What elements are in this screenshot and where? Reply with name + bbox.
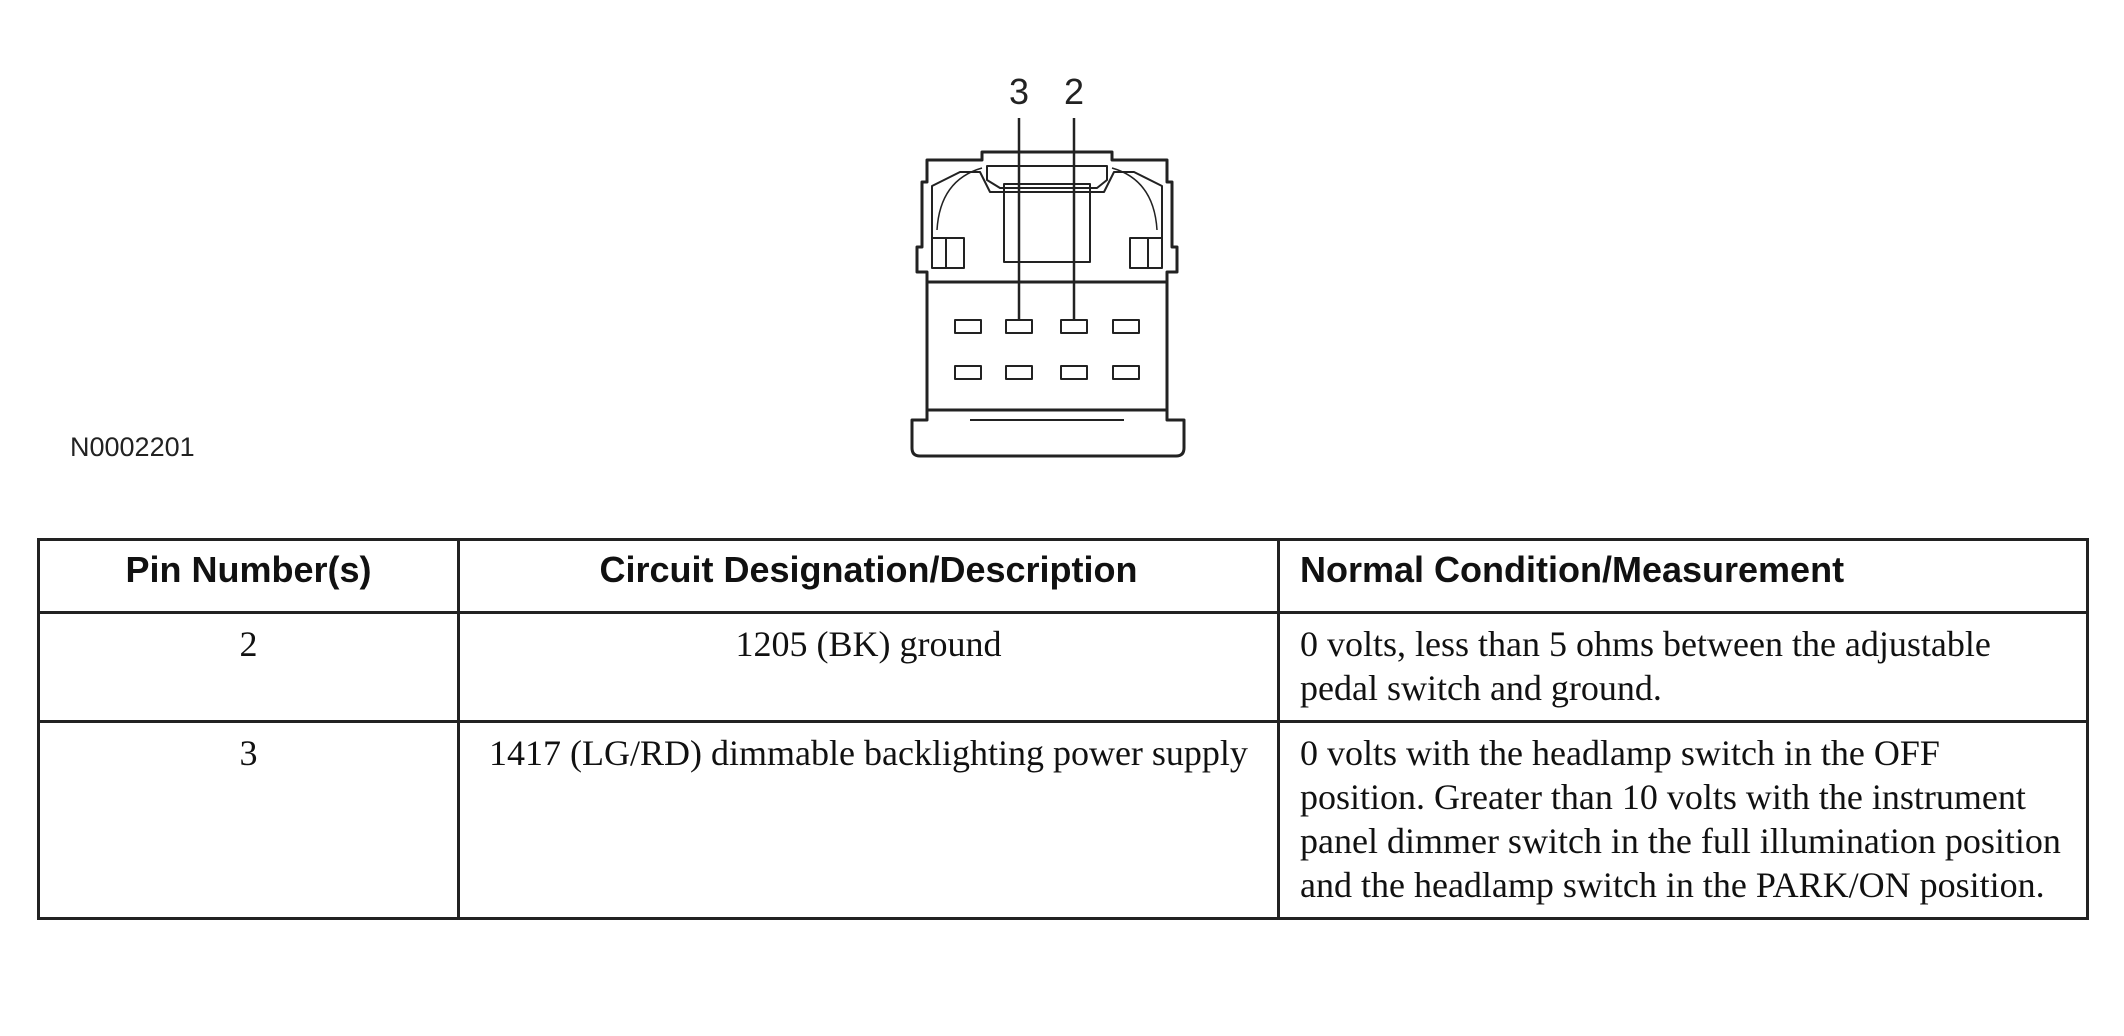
pin-callout-3: 3 bbox=[1009, 71, 1029, 112]
connector-diagram: 3 2 bbox=[910, 71, 1186, 458]
header-circuit-description: Circuit Designation/Description bbox=[457, 538, 1280, 614]
pin-cavity-2 bbox=[1060, 319, 1088, 334]
connector-right-arc bbox=[1111, 167, 1158, 231]
pinout-table: Pin Number(s) Circuit Designation/Descri… bbox=[37, 538, 2089, 920]
pin-cavity-3 bbox=[1005, 319, 1033, 334]
pin-cavity bbox=[954, 365, 982, 380]
pin-cavity bbox=[1005, 365, 1033, 380]
connector-left-arc bbox=[936, 167, 983, 231]
cell-pin: 3 bbox=[37, 720, 460, 920]
pin-callout-2: 2 bbox=[1064, 71, 1084, 112]
connector-inner-contour bbox=[931, 171, 1163, 252]
cell-circuit: 1205 (BK) ground bbox=[457, 611, 1280, 723]
table-row: 2 1205 (BK) ground 0 volts, less than 5 … bbox=[37, 611, 2089, 723]
connector-right-tab bbox=[1129, 237, 1163, 269]
pin-cavity bbox=[954, 319, 982, 334]
cell-measurement: 0 volts with the headlamp switch in the … bbox=[1277, 720, 2089, 920]
cell-pin: 2 bbox=[37, 611, 460, 723]
pin-cavity bbox=[1112, 365, 1140, 380]
connector-center-window bbox=[1003, 183, 1091, 263]
connector-latch-outline bbox=[986, 165, 1108, 189]
pin-cavity bbox=[1060, 365, 1088, 380]
connector-base bbox=[910, 408, 1186, 458]
connector-body-outline bbox=[915, 150, 1179, 420]
table-row: 3 1417 (LG/RD) dimmable backlighting pow… bbox=[37, 720, 2089, 920]
figure-id-label: N0002201 bbox=[70, 432, 195, 462]
table-header-row: Pin Number(s) Circuit Designation/Descri… bbox=[37, 538, 2089, 614]
header-normal-condition: Normal Condition/Measurement bbox=[1277, 538, 2089, 614]
header-pin-numbers: Pin Number(s) bbox=[37, 538, 460, 614]
cell-circuit: 1417 (LG/RD) dimmable backlighting power… bbox=[457, 720, 1280, 920]
cell-measurement: 0 volts, less than 5 ohms between the ad… bbox=[1277, 611, 2089, 723]
pin-cavity bbox=[1112, 319, 1140, 334]
connector-left-tab bbox=[931, 237, 965, 269]
